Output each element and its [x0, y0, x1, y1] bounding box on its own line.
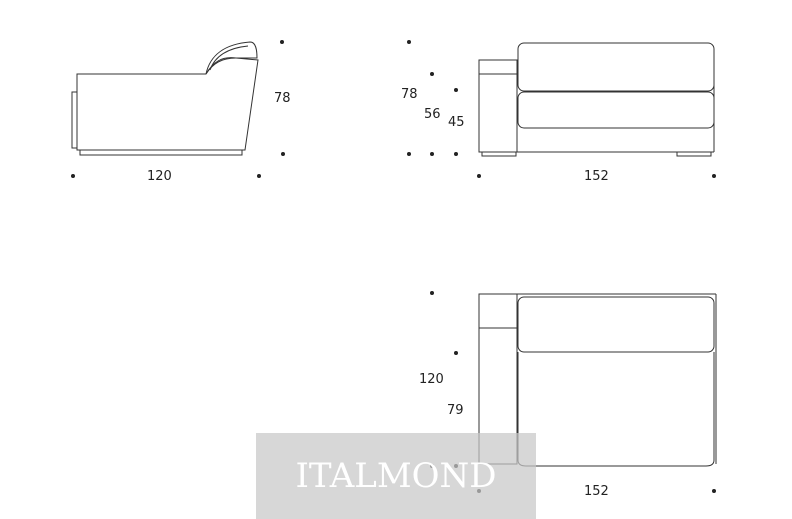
dim-dot	[712, 174, 716, 178]
front-foot-left	[481, 151, 517, 157]
dim-dot	[430, 152, 434, 156]
front-seat-cushion	[517, 91, 715, 129]
side-height-label: 78	[274, 91, 291, 106]
side-back-cushion-inner	[209, 45, 249, 71]
front-arm-height-label: 56	[424, 107, 441, 122]
dim-dot	[477, 174, 481, 178]
side-body-outline	[76, 57, 259, 151]
front-height-label: 78	[401, 87, 418, 102]
top-seat-cushion	[517, 352, 715, 467]
side-base	[79, 149, 243, 156]
dim-dot	[430, 291, 434, 295]
dim-dot	[407, 40, 411, 44]
dim-dot	[454, 88, 458, 92]
top-seat-depth-label: 79	[447, 403, 464, 418]
dim-dot	[280, 40, 284, 44]
front-seat-height-label: 45	[448, 115, 465, 130]
front-width-label: 152	[584, 169, 609, 184]
dim-dot	[407, 152, 411, 156]
watermark-text: ITALMOND	[295, 456, 497, 496]
dim-dot	[454, 152, 458, 156]
side-view	[71, 41, 259, 156]
top-depth-label: 120	[419, 372, 444, 387]
dim-dot	[454, 351, 458, 355]
side-back-panel	[71, 91, 78, 149]
brand-watermark: ITALMOND	[256, 433, 536, 519]
dim-dot	[712, 489, 716, 493]
dim-dot	[430, 72, 434, 76]
dim-dot	[281, 152, 285, 156]
front-view	[478, 42, 715, 157]
side-back-cushion	[205, 41, 258, 75]
front-foot-right	[676, 151, 712, 157]
side-depth-label: 120	[147, 169, 172, 184]
dim-dot	[257, 174, 261, 178]
top-width-label: 152	[584, 484, 609, 499]
front-back-cushion	[517, 42, 715, 92]
top-back-cushion	[517, 296, 715, 353]
dim-dot	[71, 174, 75, 178]
